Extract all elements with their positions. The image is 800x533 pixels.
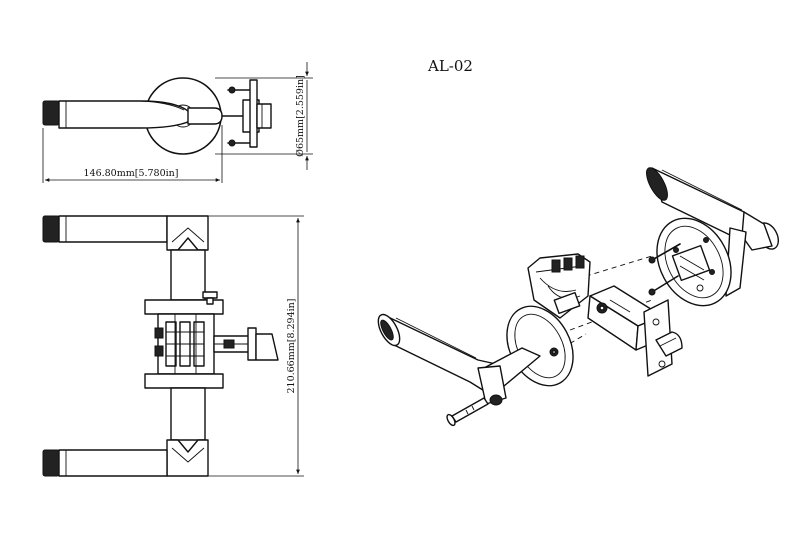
exploded-view (377, 167, 780, 427)
spring-cage (527, 253, 591, 319)
upper-lever (42, 215, 209, 251)
latch-assembly (587, 285, 683, 377)
spindle-chassis (154, 313, 215, 375)
axis-upper (559, 255, 653, 285)
top-view: 146.80mm[5.780in] Ø65mm[2.559in] (42, 62, 313, 183)
front-view: 210.66mm[8.294in] (42, 215, 304, 477)
front-lever (377, 313, 541, 406)
back-rose (648, 217, 732, 307)
width-label: 146.80mm[5.780in] (83, 168, 178, 179)
rose-diameter-label: Ø65mm[2.559in] (295, 75, 306, 157)
latch (221, 79, 272, 148)
lower-rose-plate (144, 373, 224, 389)
lever-handle (42, 100, 191, 129)
model-label: AL-02 (427, 57, 473, 75)
front-latch (213, 327, 279, 361)
upper-neck (170, 249, 206, 301)
rose-diameter-dimension: Ø65mm[2.559in] (215, 62, 313, 170)
mounting-screw (446, 397, 489, 427)
spindle (187, 107, 223, 125)
set-screw (202, 291, 218, 305)
lower-lever (42, 439, 209, 477)
width-dimension: 146.80mm[5.780in] (42, 125, 223, 183)
height-dimension: 210.66mm[8.294in] (208, 215, 304, 477)
lower-neck (170, 387, 206, 441)
height-label: 210.66mm[8.294in] (286, 298, 297, 393)
